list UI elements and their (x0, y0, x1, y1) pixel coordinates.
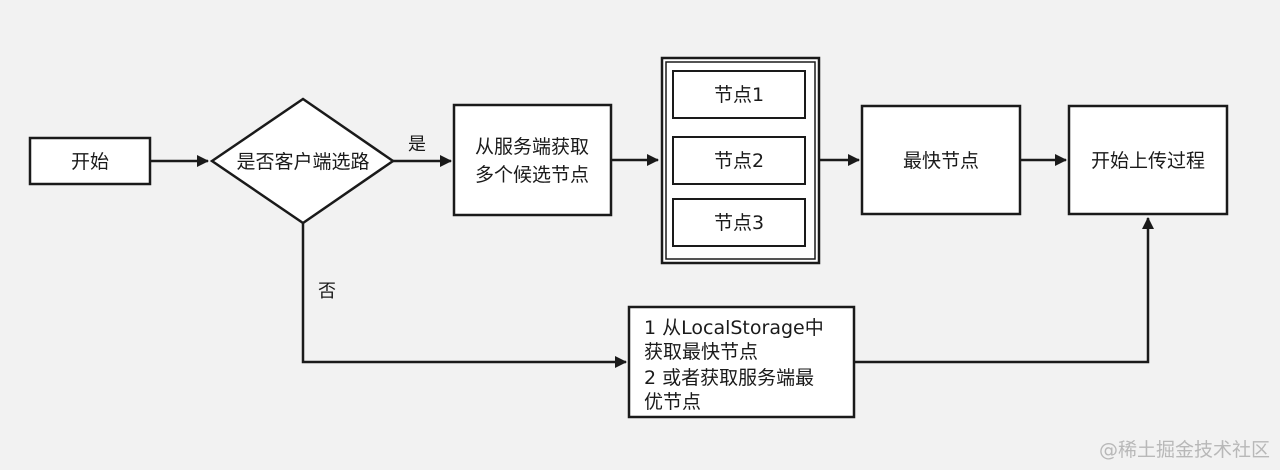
fetch-label-line1: 从服务端获取 (475, 136, 589, 158)
node3-box (672, 198, 806, 247)
no-label: 否 (318, 281, 336, 302)
edge-local-upload (854, 217, 1154, 364)
start-box (28, 136, 152, 186)
node3-label: 节点3 (714, 212, 764, 234)
fetch-label-line2: 多个候选节点 (475, 164, 589, 186)
local-label-line3: 2 或者获取服务端最 (644, 367, 814, 389)
node2-box (672, 136, 806, 185)
upload-process-label: 开始上传过程 (1091, 150, 1205, 172)
node-group-inner (665, 61, 816, 260)
node2-label: 节点2 (714, 150, 764, 172)
edge-no (301, 223, 627, 368)
fastest-node-label: 最快节点 (903, 150, 979, 172)
watermark: @稀土掘金技术社区 (1098, 439, 1270, 461)
upload-process-box (1067, 104, 1229, 216)
local-label-line4: 优节点 (644, 391, 701, 413)
fetch-candidates-box (452, 103, 613, 217)
start-label: 开始 (71, 151, 109, 173)
local-label-line1: 1 从LocalStorage中 (644, 317, 824, 339)
local-label-line2: 获取最快节点 (644, 341, 758, 363)
node1-label: 节点1 (714, 84, 764, 106)
yes-label: 是 (408, 134, 426, 155)
local-storage-box (627, 305, 856, 419)
decision-label: 是否客户端选路 (236, 151, 369, 173)
node1-box (672, 70, 806, 119)
